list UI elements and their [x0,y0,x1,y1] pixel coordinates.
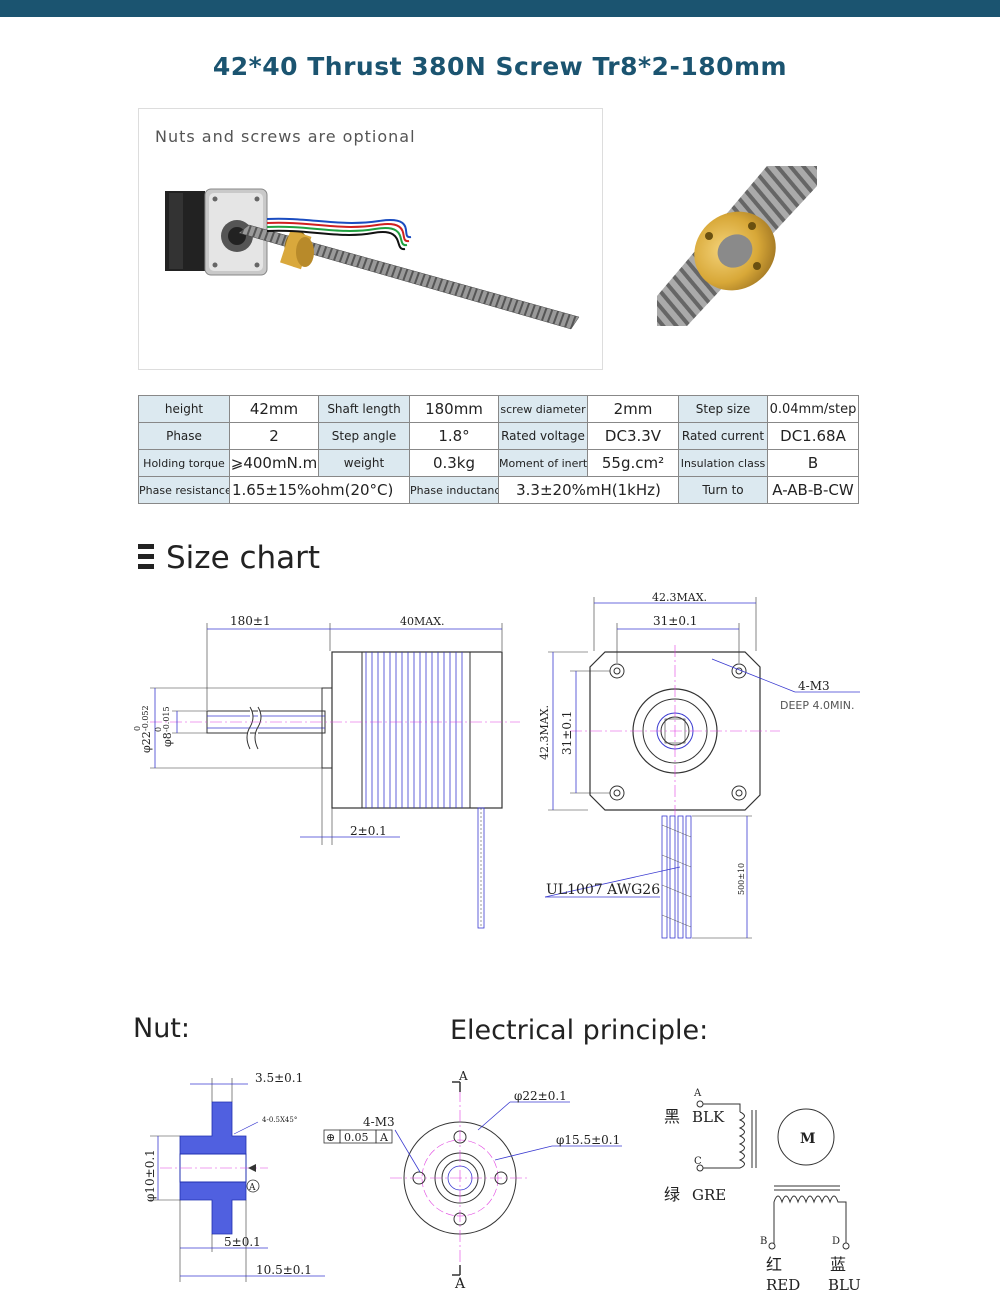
spec-key: Shaft length [318,395,410,423]
dim-shaft-tol-top: 0 [154,727,163,732]
spec-value: A-AB-B-CW [767,476,859,504]
dim-width-max: 42.3MAX. [652,591,707,604]
dim-hole-pitch: 31±0.1 [653,614,697,628]
flange-bolt-circle: φ22±0.1 [514,1089,567,1103]
bottom-drawings: 3.5±0.1 4-0.5X45° φ10±0.1 A 5±0.1 10.5±0… [143,1069,861,1294]
wire-gre-cn: 绿 [664,1185,680,1204]
motor-label: M [800,1131,816,1147]
table-row: Phase resistance 1.65±15%ohm(20°C) Phase… [138,476,859,504]
pin-c: C [694,1156,702,1167]
wire-gre: GRE [692,1186,726,1204]
spec-value: 2mm [587,395,679,423]
thread-depth: DEEP 4.0MIN. [780,699,854,712]
spec-key: Phase resistance [138,476,230,504]
nut-section-drawing: 3.5±0.1 4-0.5X45° φ10±0.1 A 5±0.1 10.5±0… [143,1071,325,1282]
spec-key: screw diameter [498,395,588,423]
thread-callout: 4-M3 [798,679,830,693]
size-chart-title: Size chart [166,540,321,576]
spec-value: ⩾400mN.m [229,449,319,477]
spec-key: Turn to [678,476,768,504]
spec-value: 1.65±15%ohm(20°C) [229,476,410,504]
spec-value: 0.3kg [409,449,499,477]
spec-value: DC1.68A [767,422,859,450]
spec-key: Step angle [318,422,410,450]
wire-spec: UL1007 AWG26 [546,882,660,898]
list-icon [138,544,154,570]
stepper-motor-photo [165,188,580,330]
table-row: Holding torque ⩾400mN.m weight 0.3kg Mom… [138,449,859,477]
motor-symbol [777,1108,835,1166]
wire-red-cn: 红 [766,1255,782,1274]
top-banner [0,0,1000,17]
pin-d: D [832,1236,840,1247]
wire-red: RED [766,1276,800,1294]
spec-value: 3.3±20%mH(1kHz) [498,476,679,504]
dim-body-length: 40MAX. [400,615,445,628]
wire-blu: BLU [828,1276,861,1294]
dim-hole-pitch-vertical: 31±0.1 [560,711,574,755]
dim-outer-dia: φ22 [140,731,153,753]
page-title: 42*40 Thrust 380N Screw Tr8*2-180mm [212,52,788,81]
motor-side-view: 180±1 40MAX. φ22 0 -0.052 φ8 0 -0.015 2±… [133,614,520,929]
spec-key: Rated current [678,422,768,450]
section-a-top: A [458,1069,468,1083]
spec-key: height [138,395,230,423]
size-chart-heading: Size chart [138,540,320,576]
nut-flange-thickness: 3.5±0.1 [255,1071,303,1085]
wire-blk-cn: 黑 [664,1107,680,1126]
nut-chamfer: 4-0.5X45° [262,1116,297,1124]
spec-key: Insulation class [678,449,768,477]
dim-shaft-tol-bot: -0.015 [162,706,171,732]
spec-value: 1.8° [409,422,499,450]
spec-key: Moment of inertia [498,449,588,477]
tolerance-ref: A [379,1131,389,1144]
size-chart-drawing: 180±1 40MAX. φ22 0 -0.052 φ8 0 -0.015 2±… [133,591,860,939]
wiring-diagram: A C 黑 BLK 绿 GRE M B D 红 RED 蓝 BLU [664,1088,861,1294]
product-photo-panel: Nuts and screws are optional [138,108,603,370]
dim-shaft-length: 180±1 [230,614,271,628]
nut-step: 5±0.1 [224,1235,261,1249]
photo-note: Nuts and screws are optional [155,127,416,146]
spec-key: Phase inductance [409,476,499,504]
spec-value: 0.04mm/step [767,395,859,423]
nut-total-length: 10.5±0.1 [256,1263,312,1277]
spec-key: weight [318,449,410,477]
spec-key: Rated voltage [498,422,588,450]
spec-key: Holding torque [138,449,230,477]
flange-holes: 4-M3 [363,1115,395,1129]
pin-a: A [693,1088,702,1099]
dim-height-max: 42.3MAX. [538,705,551,760]
wire-blu-cn: 蓝 [830,1255,846,1274]
tolerance-value: 0.05 [344,1131,369,1144]
nut-flange-drawing: A A φ22±0.1 φ15.5±0.1 4-M3 ⊕ 0.05 A [323,1069,622,1292]
spec-key: Step size [678,395,768,423]
electrical-heading: Electrical principle: [450,1015,709,1046]
nut-heading: Nut: [133,1013,190,1044]
dim-wire-length: 500±10 [737,863,746,895]
spec-value: 42mm [229,395,319,423]
nut-datum: A [248,1183,256,1193]
table-row: Phase 2 Step angle 1.8° Rated voltage DC… [138,422,859,450]
spec-value: 2 [229,422,319,450]
dim-outer-tol-top: 0 [133,726,142,731]
table-row: height 42mm Shaft length 180mm screw dia… [138,395,859,423]
nut-diameter: φ10±0.1 [143,1149,157,1202]
pin-b: B [760,1236,767,1247]
motor-front-view: 42.3MAX. 31±0.1 42.3MAX. 31±0.1 4-M3 DEE… [538,591,860,939]
dim-shaft-dia: φ8 [161,732,174,747]
spec-table: height 42mm Shaft length 180mm screw dia… [138,395,859,504]
brass-nut-photo [657,166,817,326]
spec-value: 55g.cm² [587,449,679,477]
spec-key: Phase [138,422,230,450]
spec-value: 180mm [409,395,499,423]
spec-value: B [767,449,859,477]
spec-value: DC3.3V [587,422,679,450]
dim-outer-tol-bot: -0.052 [141,705,150,731]
tolerance-symbol: ⊕ [326,1131,335,1144]
wire-blk: BLK [692,1108,725,1126]
section-a-bottom: A [454,1276,466,1292]
flange-pitch-circle: φ15.5±0.1 [556,1133,620,1147]
dim-boss: 2±0.1 [350,824,387,838]
